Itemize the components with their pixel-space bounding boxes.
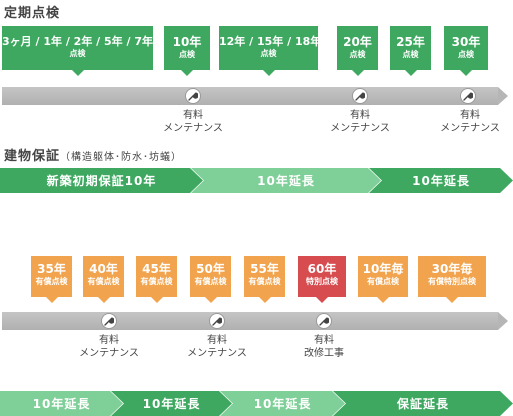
callout-extended-60y: 60年 特別点検 (298, 256, 346, 303)
extended-maintenance-label-2-line1: 有料 (207, 335, 227, 346)
maintenance-label-3-line1: 有料 (460, 110, 480, 121)
extended-maintenance-label-1-line1: 有料 (99, 335, 119, 346)
callout-extended-10y-every-period: 10年毎 (362, 262, 404, 276)
wrench-icon (461, 89, 475, 103)
callout-inspection-10y-label: 点検 (179, 49, 195, 59)
callout-extended-55y-period: 55年 (250, 262, 279, 276)
callout-extended-50y-label: 有償点検 (194, 276, 227, 286)
callout-inspection-3m-7y: 3ヶ月 / 1年 / 2年 / 5年 / 7年 点検 (2, 26, 153, 76)
callout-inspection-25y-period: 25年 (396, 35, 425, 49)
callout-extended-35y: 35年 有償点検 (31, 256, 72, 303)
callout-extended-30y-every-label: 有償特別点検 (428, 276, 476, 286)
callout-extended-30y-every: 30年毎 有償特別点検 (418, 256, 486, 303)
maintenance-label-1-line1: 有料 (183, 110, 203, 121)
maintenance-label-2-line1: 有料 (350, 110, 370, 121)
callout-inspection-20y-label: 点検 (349, 49, 366, 59)
maintenance-label-2-line2: メンテナンス (330, 122, 390, 134)
extended-chevron-row: 10年延長 10年延長 10年延長 保証延長 (0, 391, 513, 416)
callout-extended-50y-period: 50年 (196, 262, 225, 276)
extended-segment-3-label: 10年延長 (253, 397, 312, 411)
maintenance-label-3: 有料 メンテナンス (440, 110, 500, 135)
callout-extended-55y-label: 有償点検 (248, 276, 281, 286)
maintenance-label-1-line2: メンテナンス (163, 122, 223, 134)
warranty-segment-extension-1: 10年延長 (191, 168, 381, 193)
warranty-segment-extension-2: 10年延長 (369, 168, 513, 193)
callout-extended-40y-label: 有償点検 (87, 276, 120, 286)
callout-inspection-20y-period: 20年 (343, 35, 372, 49)
wrench-icon (353, 89, 367, 103)
extended-segment-1: 10年延長 (0, 391, 123, 416)
callout-extended-10y-every-label: 有償点検 (367, 276, 399, 286)
renovation-label-line1: 有料 (314, 335, 334, 346)
inspection-section-title: 定期点検 (4, 6, 61, 21)
callout-extended-60y-period: 60年 (307, 262, 337, 276)
wrench-icon (186, 89, 200, 103)
maintenance-label-3-line2: メンテナンス (440, 122, 500, 134)
callout-inspection-3m-7y-period: 3ヶ月 / 1年 / 2年 / 5年 / 7年 (2, 35, 153, 48)
extended-segment-3: 10年延長 (220, 391, 345, 416)
callout-inspection-20y: 20年 点検 (337, 26, 378, 76)
warranty-chevron-row: 新築初期保証10年 10年延長 10年延長 (0, 168, 513, 193)
renovation-label: 有料 改修工事 (304, 335, 344, 360)
warranty-segment-extension-2-label: 10年延長 (412, 174, 470, 188)
callout-extended-45y-period: 45年 (142, 262, 171, 276)
callout-inspection-25y: 25年 点検 (390, 26, 431, 76)
wrench-icon (210, 314, 224, 328)
extended-segment-warranty-label: 保証延長 (396, 397, 449, 411)
warranty-segment-extension-1-label: 10年延長 (257, 174, 315, 188)
callout-extended-35y-label: 有償点検 (35, 276, 68, 286)
inspection-timeline-arrow (498, 87, 508, 105)
maintenance-label-1: 有料 メンテナンス (163, 110, 223, 135)
callout-inspection-3m-7y-label: 点検 (69, 48, 86, 58)
callout-extended-50y: 50年 有償点検 (190, 256, 231, 303)
callout-inspection-30y-period: 30年 (451, 35, 481, 49)
callout-extended-45y: 45年 有償点検 (136, 256, 177, 303)
callout-inspection-12-18y-period: 12年 / 15年 / 18年 (219, 35, 322, 48)
wrench-icon (317, 314, 331, 328)
extended-maintenance-label-2: 有料 メンテナンス (187, 335, 247, 360)
renovation-label-line2: 改修工事 (304, 347, 344, 359)
extended-segment-2: 10年延長 (111, 391, 232, 416)
extended-segment-warranty: 保証延長 (333, 391, 513, 416)
callout-extended-10y-every: 10年毎 有償点検 (358, 256, 408, 303)
callout-inspection-10y: 10年 点検 (164, 26, 210, 76)
extended-maintenance-label-1-line2: メンテナンス (79, 347, 139, 359)
warranty-segment-initial: 新築初期保証10年 (0, 168, 203, 193)
extended-timeline-arrow (498, 312, 508, 330)
extended-maintenance-label-2-line2: メンテナンス (187, 347, 247, 359)
callout-inspection-12-18y: 12年 / 15年 / 18年 点検 (219, 26, 322, 76)
callout-inspection-12-18y-label: 点検 (260, 48, 277, 58)
inspection-timeline-bar (2, 87, 498, 105)
callout-inspection-30y-label: 点検 (458, 49, 474, 59)
callout-extended-40y: 40年 有償点検 (83, 256, 124, 303)
wrench-icon (102, 314, 116, 328)
extended-timeline-bar (2, 312, 498, 330)
callout-inspection-10y-period: 10年 (172, 35, 202, 49)
extended-segment-2-label: 10年延長 (142, 397, 201, 411)
callout-inspection-30y: 30年 点検 (444, 26, 488, 76)
warranty-segment-initial-label: 新築初期保証10年 (46, 174, 157, 188)
callout-extended-35y-period: 35年 (37, 262, 66, 276)
callout-inspection-25y-label: 点検 (402, 49, 419, 59)
callout-extended-55y: 55年 有償点検 (244, 256, 285, 303)
callout-extended-45y-label: 有償点検 (140, 276, 173, 286)
maintenance-label-2: 有料 メンテナンス (330, 110, 390, 135)
warranty-section-title: 建物保証（構造躯体･防水･坊蟻） (4, 145, 182, 164)
warranty-title: 建物保証 (4, 149, 61, 164)
callout-extended-40y-period: 40年 (89, 262, 118, 276)
callout-extended-60y-label: 特別点検 (306, 276, 338, 286)
extended-segment-1-label: 10年延長 (32, 397, 91, 411)
warranty-subtitle: （構造躯体･防水･坊蟻） (60, 152, 183, 163)
extended-maintenance-label-1: 有料 メンテナンス (79, 335, 139, 360)
callout-extended-30y-every-period: 30年毎 (431, 262, 473, 276)
